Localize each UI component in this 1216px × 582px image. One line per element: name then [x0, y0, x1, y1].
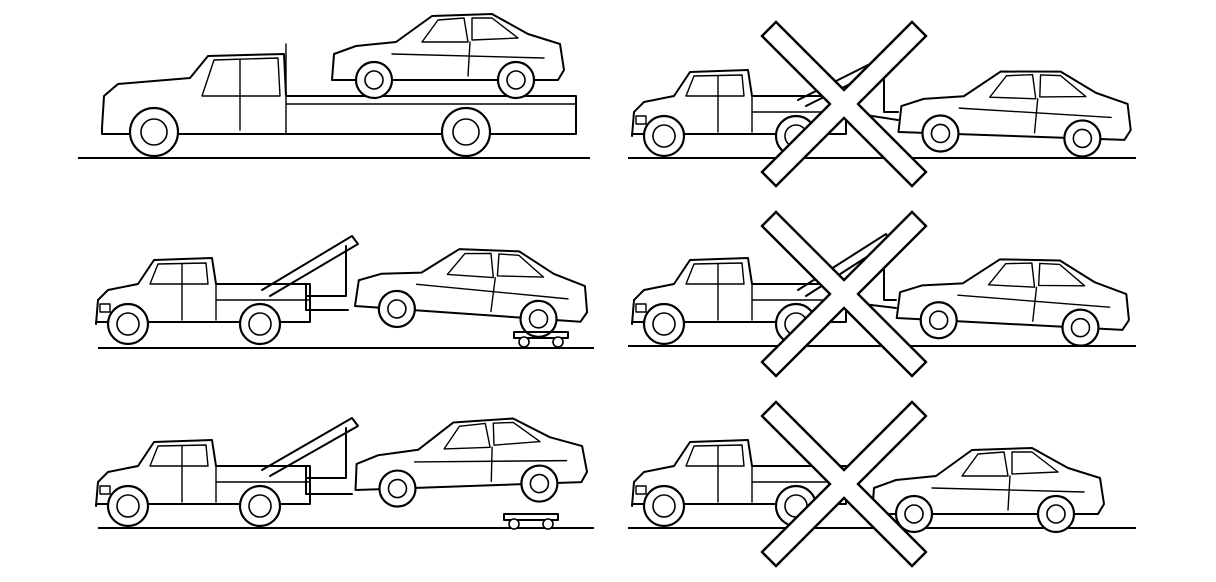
flatbed-truck	[101, 43, 577, 158]
panel-wheel-lift-front	[94, 235, 594, 349]
panel-sling-tow-front	[628, 210, 1136, 378]
towed-car	[894, 251, 1133, 350]
tow-boom	[261, 235, 359, 311]
dolly	[503, 513, 559, 530]
tow-truck	[94, 256, 312, 346]
tow-boom	[261, 417, 359, 495]
panel-sling-tow-rear	[628, 20, 1136, 188]
tow-truck	[94, 438, 312, 528]
panel-wheel-lift-rear	[94, 414, 594, 530]
panel-drag-tow	[628, 400, 1136, 568]
panel-flatbed	[78, 12, 590, 159]
towed-car	[352, 239, 593, 342]
towed-car	[352, 414, 590, 510]
towed-car	[896, 64, 1134, 160]
towed-car	[870, 446, 1106, 534]
carried-car	[330, 12, 566, 100]
